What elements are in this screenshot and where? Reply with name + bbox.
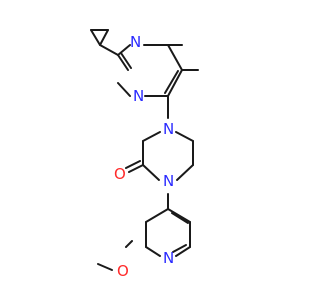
bond (167, 208, 191, 223)
bond (175, 246, 191, 257)
bond (167, 44, 183, 71)
pyridine-ring (145, 208, 191, 257)
bond (175, 131, 194, 142)
bond (117, 82, 131, 97)
bond (176, 164, 194, 181)
bond (120, 52, 132, 69)
atom-label-nitrogen: N (130, 33, 141, 51)
atom-label-nitrogen: N (163, 172, 174, 190)
carbonyl-bond (125, 160, 141, 169)
bond (142, 164, 160, 181)
bond (117, 44, 131, 56)
bond (125, 240, 133, 248)
molecule-structure-diagram: N N N N O N O (90, 29, 199, 280)
bond (99, 29, 109, 46)
bond (167, 69, 183, 97)
bond (145, 246, 161, 257)
bond (164, 70, 179, 94)
bond (145, 208, 169, 223)
atom-label-nitrogen: N (163, 120, 174, 138)
atom-label-nitrogen: N (133, 87, 144, 105)
methoxy-group (97, 240, 133, 271)
bond (117, 54, 129, 71)
bond (99, 44, 119, 56)
piperazinone-ring (125, 131, 194, 181)
bond (172, 244, 187, 253)
atom-label-oxygen: O (114, 165, 126, 183)
carbonyl-bond (128, 164, 144, 173)
bond (171, 212, 189, 224)
atom-label-oxygen: O (117, 262, 129, 280)
bond (90, 29, 101, 46)
molecule-svg: N N N N O N O (90, 29, 199, 280)
bond (97, 263, 113, 271)
cyclopropyl-ring (90, 29, 119, 56)
atom-label-nitrogen: N (163, 249, 174, 267)
bond (142, 131, 161, 142)
pyrimidine-ring (117, 44, 199, 97)
